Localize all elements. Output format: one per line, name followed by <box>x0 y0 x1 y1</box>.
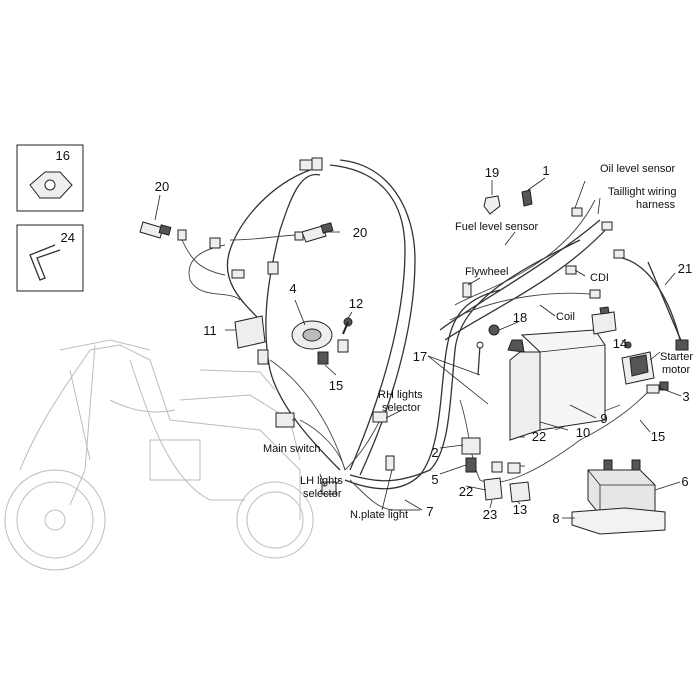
label-main-switch: Main switch <box>263 443 320 455</box>
callout-16: 16 <box>56 148 70 163</box>
part-16-box: 16 <box>16 144 84 212</box>
callout-13: 13 <box>513 502 527 517</box>
part-4-plate <box>291 320 333 365</box>
text-labels: Oil level sensor Taillight wiring harnes… <box>263 163 693 521</box>
callout-4: 4 <box>289 281 296 296</box>
callout-14: 14 <box>613 336 627 351</box>
callout-9: 9 <box>600 411 607 426</box>
part-24-box: 24 <box>16 224 84 292</box>
callout-2: 2 <box>431 445 438 460</box>
callout-7: 7 <box>426 504 433 519</box>
label-starter-2: motor <box>662 364 690 376</box>
leader-lines <box>154 177 682 519</box>
label-rh-lights-2: selector <box>382 402 421 414</box>
callout-numbers: 20 20 19 1 21 4 12 11 15 18 17 14 3 9 10… <box>155 163 692 526</box>
callout-15-lower: 15 <box>651 429 665 444</box>
callout-5: 5 <box>431 472 438 487</box>
callout-6: 6 <box>681 474 688 489</box>
connectors <box>177 157 625 495</box>
callout-15-upper: 15 <box>329 378 343 393</box>
callout-18: 18 <box>513 310 527 325</box>
label-taillight-wiring-2: harness <box>636 199 676 211</box>
label-lh-lights-1: LH lights <box>300 475 343 487</box>
part-21-wire <box>647 261 689 351</box>
spark-plug-caps <box>139 221 334 243</box>
callout-8: 8 <box>552 511 559 526</box>
callout-20-right: 20 <box>353 225 367 240</box>
callout-22-upper: 22 <box>532 429 546 444</box>
part-12-screw <box>342 317 353 335</box>
callout-22-lower: 22 <box>459 484 473 499</box>
label-rh-lights-1: RH lights <box>378 389 423 401</box>
label-taillight-wiring-1: Taillight wiring <box>608 186 676 198</box>
callout-17: 17 <box>413 349 427 364</box>
callout-12: 12 <box>349 296 363 311</box>
label-starter-1: Starter <box>660 351 693 363</box>
label-n-plate-light: N.plate light <box>350 509 408 521</box>
label-oil-level-sensor: Oil level sensor <box>600 163 676 175</box>
callout-24: 24 <box>61 230 75 245</box>
callout-10: 10 <box>576 425 590 440</box>
callout-19: 19 <box>485 165 499 180</box>
label-fuel-level-sensor: Fuel level sensor <box>455 221 538 233</box>
part-11-relay <box>234 315 266 349</box>
battery-assembly <box>571 459 666 535</box>
label-flywheel: Flywheel <box>465 266 508 278</box>
part-19-1 <box>483 189 533 215</box>
regulator-3 <box>621 341 669 394</box>
label-cdi: CDI <box>590 272 609 284</box>
callout-20-left: 20 <box>155 179 169 194</box>
label-coil: Coil <box>556 311 575 323</box>
callout-11: 11 <box>203 323 217 338</box>
callout-21: 21 <box>678 261 692 276</box>
part-18-17 <box>476 324 500 376</box>
coil-assembly <box>507 306 617 441</box>
relay-group <box>461 437 531 503</box>
label-lh-lights-2: selector <box>303 488 342 500</box>
callout-3: 3 <box>682 389 689 404</box>
callout-23: 23 <box>483 507 497 522</box>
main-harness <box>179 159 681 511</box>
callout-1: 1 <box>542 163 549 178</box>
scooter-outline <box>4 339 314 571</box>
